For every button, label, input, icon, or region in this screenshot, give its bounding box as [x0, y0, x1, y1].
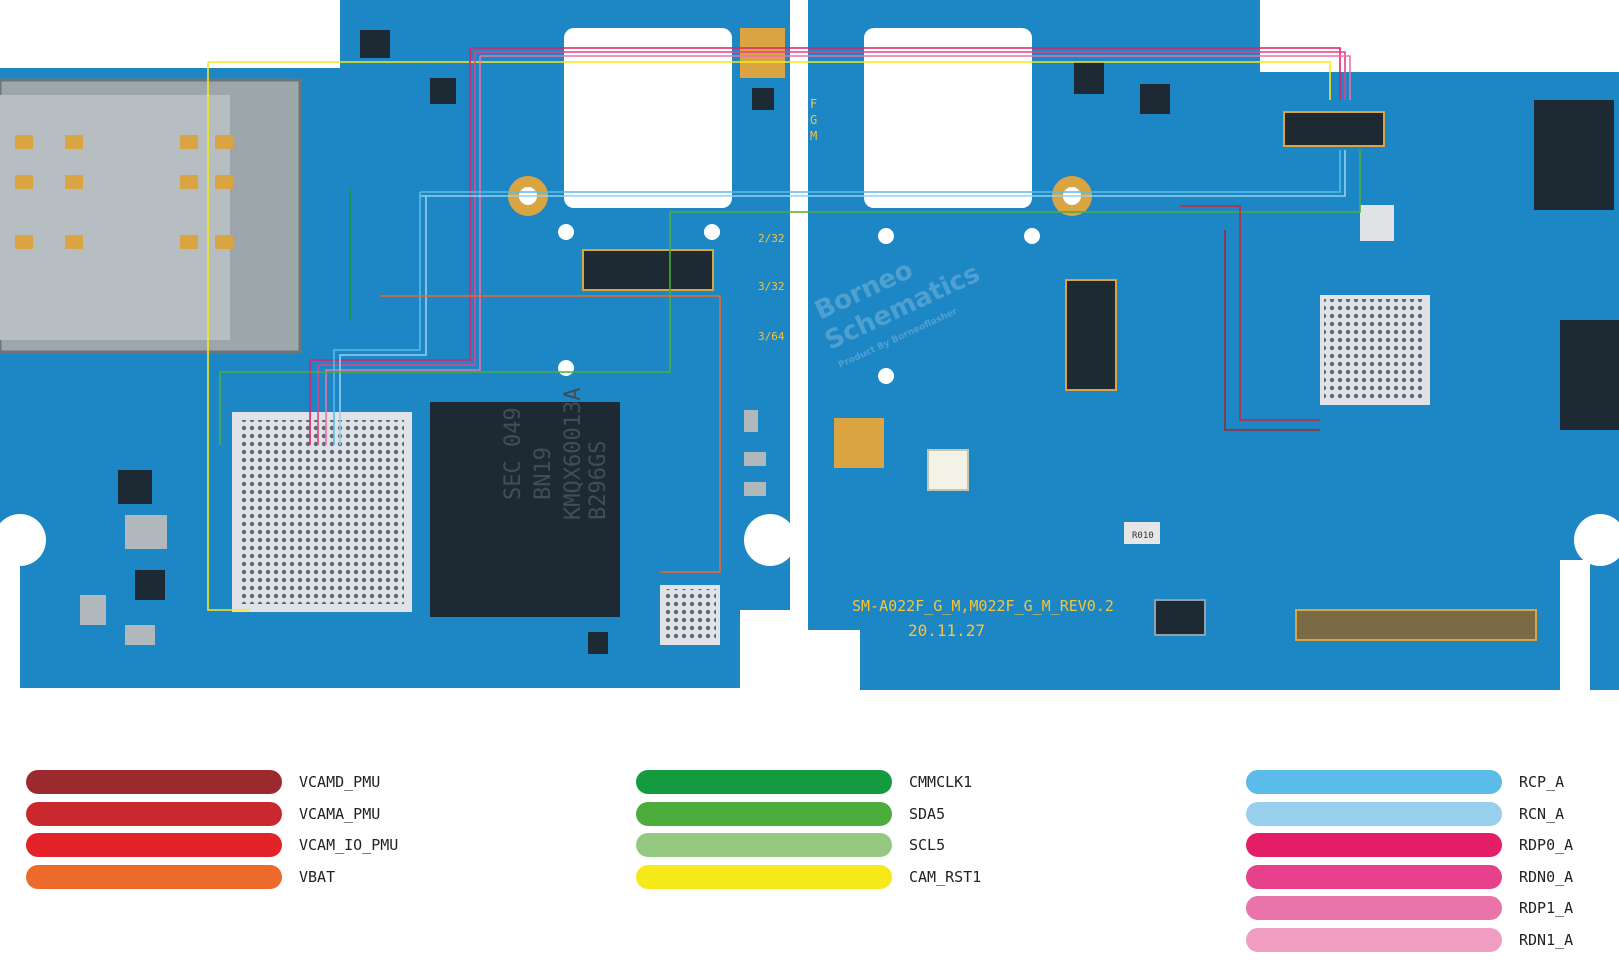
legend-label: RCP_A	[1519, 773, 1565, 791]
legend-label: RCN_A	[1519, 804, 1565, 823]
right-board-label-2: G	[810, 113, 817, 127]
board-model-text: SM-A022F_G_M,M022F_G_M_REV0.2	[852, 597, 1114, 615]
chip-marking-4: B296GS	[586, 441, 611, 520]
legend-label: VCAMD_PMU	[299, 773, 381, 791]
legend-label: RDN0_A	[1519, 867, 1574, 886]
legend-label: RDP0_A	[1519, 836, 1574, 854]
legend-swatch	[1246, 770, 1502, 794]
legend-label: RDP1_A	[1519, 899, 1574, 917]
left-board-label-2: 3/32	[758, 280, 785, 293]
board-date-text: 20.11.27	[908, 621, 985, 640]
legend-label: VBAT	[299, 867, 336, 886]
right-pcb: R010 F G M SM-A022F_G_M,M022F_G_M_REV0.2…	[806, 0, 1619, 690]
right-board-label-1: F	[810, 97, 817, 111]
legend-label: SCL5	[909, 836, 946, 854]
pcb-board-image: SEC 049 BN19 KMQX60013A B296GS 2/32 3/32…	[0, 0, 1619, 690]
legend-swatch	[1246, 927, 1502, 952]
component-label: R010	[1132, 531, 1154, 541]
legend-swatch	[636, 833, 892, 857]
legend-swatch	[26, 801, 282, 826]
chip-marking-2: BN19	[531, 447, 556, 500]
legend-swatch	[1246, 896, 1502, 920]
legend-swatch	[636, 864, 892, 889]
legend-swatch	[1246, 864, 1502, 889]
legend-swatch	[26, 864, 282, 889]
legend-swatch	[636, 770, 892, 794]
chip-marking-1: SEC 049	[501, 407, 526, 500]
legend-label: RDN1_A	[1519, 930, 1574, 949]
legend-swatch	[26, 770, 282, 794]
left-board-label-3: 3/64	[758, 330, 785, 343]
legend-swatch	[1246, 833, 1502, 857]
signal-traces	[207, 47, 1361, 611]
legend-swatch	[636, 801, 892, 826]
legend-label: VCAM_IO_PMU	[299, 836, 399, 854]
legend-swatch	[1246, 801, 1502, 826]
legend-label: CAM_RST1	[909, 867, 982, 886]
left-board-label-1: 2/32	[758, 232, 785, 245]
legend-swatch	[26, 833, 282, 857]
left-pcb: SEC 049 BN19 KMQX60013A B296GS 2/32 3/32…	[0, 0, 796, 688]
legend-label: CMMCLK1	[909, 773, 973, 791]
legend-label: SDA5	[909, 804, 946, 823]
right-board-label-3: M	[810, 129, 817, 143]
legend-label: VCAMA_PMU	[299, 804, 381, 823]
chip-marking-3: KMQX60013A	[561, 388, 586, 520]
